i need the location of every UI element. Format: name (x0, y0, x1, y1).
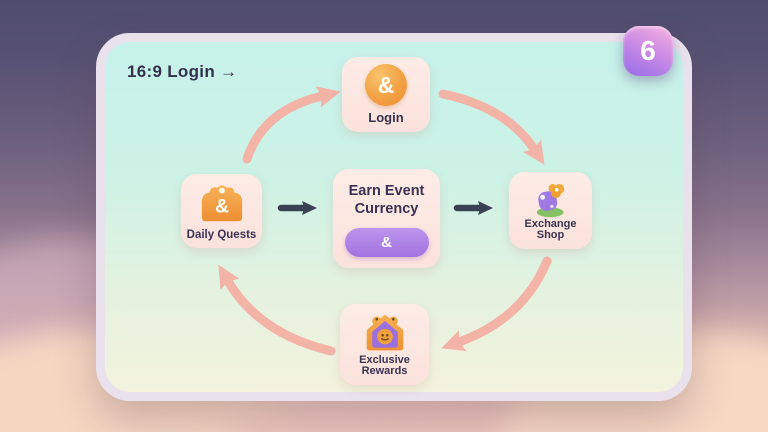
quest-chest-icon: & (201, 185, 242, 222)
currency-pill-symbol: & (381, 234, 392, 252)
reward-chest-icon (366, 314, 403, 351)
corner-count-badge[interactable]: 6 (623, 26, 673, 76)
node-login[interactable]: & Login (342, 57, 430, 132)
node-earn-event-currency[interactable]: Earn Event Currency & (333, 169, 440, 268)
corner-badge-value: 6 (640, 35, 656, 66)
earn-currency-line2: Currency (354, 201, 419, 218)
login-icon-symbol: & (377, 71, 395, 98)
node-exclusive-rewards[interactable]: Exclusive Rewards (340, 304, 429, 385)
node-daily-quests-label: Daily Quests (186, 228, 257, 241)
node-login-label: Login (368, 110, 404, 126)
shop-flowers-icon (536, 183, 564, 218)
header-login-link[interactable]: 16:9 Login → (127, 62, 238, 81)
node-exclusive-rewards-label: Exclusive Rewards (359, 353, 410, 378)
earn-currency-line1: Earn Event (348, 183, 425, 199)
login-coin-icon: & (365, 64, 407, 106)
node-exchange-shop-label: Exchange Shop (524, 217, 577, 242)
quest-icon-symbol: & (215, 197, 229, 218)
node-daily-quests[interactable]: & Daily Quests (181, 174, 262, 248)
node-exchange-shop[interactable]: Exchange Shop (509, 172, 592, 249)
earn-currency-title: Earn Event Currency (349, 182, 425, 218)
currency-pill: & (344, 228, 429, 258)
